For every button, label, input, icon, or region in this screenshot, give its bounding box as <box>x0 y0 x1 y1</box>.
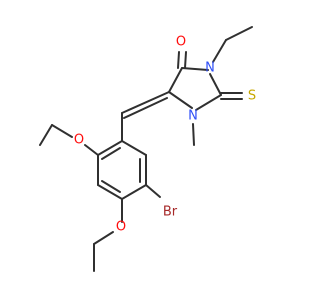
bonds <box>39 26 253 272</box>
atom-n-methyl: N <box>188 109 198 124</box>
atom-s-thione: S <box>248 89 256 104</box>
atom-o-ketone: O <box>176 35 186 50</box>
atom-n-ethyl: N <box>205 61 215 76</box>
atom-o-ether-lower: O <box>116 220 126 235</box>
atom-labels: O N S N O Br O <box>74 35 256 235</box>
atom-br: Br <box>163 205 178 220</box>
molecule-structure: O N S N O Br O <box>39 26 256 272</box>
atom-o-ether-upper: O <box>74 133 84 148</box>
